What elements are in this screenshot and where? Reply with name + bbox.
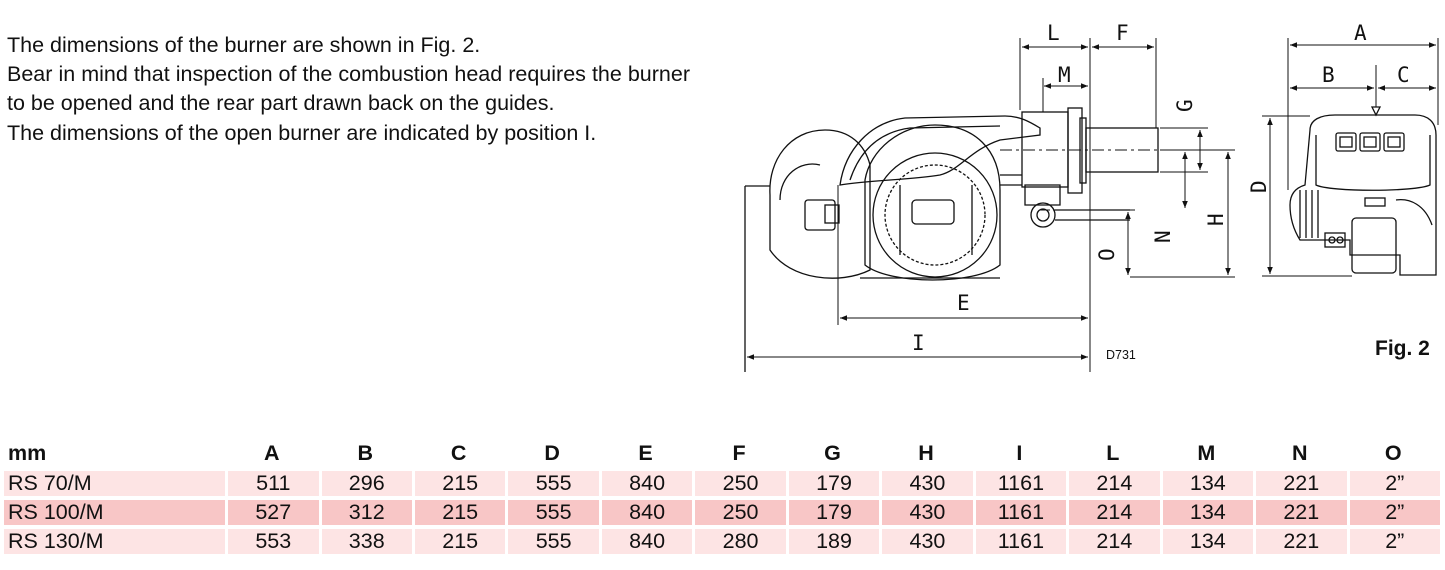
column-header-f: F xyxy=(732,441,746,465)
column-header-c: C xyxy=(450,441,467,465)
dimension-cell: 2” xyxy=(1346,529,1440,554)
dimension-cell: 555 xyxy=(505,500,599,525)
dimension-cell: 840 xyxy=(598,471,693,496)
dimension-cell: 1161 xyxy=(972,471,1067,496)
dimension-cell: 214 xyxy=(1066,500,1160,525)
dimension-cell: 2” xyxy=(1346,500,1440,525)
table-header-row: mm A B C D E F G H I L M N O xyxy=(4,440,1440,467)
column-header-d: D xyxy=(544,441,560,465)
dimension-cell: 2” xyxy=(1346,471,1440,496)
dimension-cell: 179 xyxy=(785,500,880,525)
dimension-cell: 430 xyxy=(879,500,973,525)
intro-text: The dimensions of the burner are shown i… xyxy=(7,31,690,148)
dimension-cell: 280 xyxy=(692,529,786,554)
model-name-cell: RS 70/M xyxy=(4,471,226,496)
dimension-cell: 134 xyxy=(1159,471,1254,496)
front-view-dimensions xyxy=(1262,38,1439,277)
dimension-cell: 312 xyxy=(318,500,412,525)
figure-label: Fig. 2 xyxy=(1375,337,1430,360)
dimension-cell: 555 xyxy=(505,529,599,554)
dim-letter-I: I xyxy=(912,331,925,355)
dim-letter-M: M xyxy=(1058,63,1071,87)
dimension-cell: 221 xyxy=(1253,529,1347,554)
dim-letter-N: N xyxy=(1151,230,1175,243)
dimension-cell: 134 xyxy=(1159,500,1254,525)
side-view-dimensions xyxy=(747,38,1235,372)
dim-letter-E: E xyxy=(957,291,970,315)
model-name-cell: RS 100/M xyxy=(4,500,226,525)
intro-paragraph-1: The dimensions of the burner are shown i… xyxy=(7,33,481,57)
burner-front-view xyxy=(1289,106,1437,276)
dimension-letters: L F M A B C E I G H N O D xyxy=(912,21,1410,355)
column-header-i: I xyxy=(1016,441,1023,465)
column-header-o: O xyxy=(1384,441,1402,465)
column-header-n: N xyxy=(1292,441,1308,465)
dim-letter-L: L xyxy=(1047,21,1060,45)
column-header-e: E xyxy=(638,441,653,465)
dimension-cell: 189 xyxy=(785,529,880,554)
dimension-cell: 1161 xyxy=(972,529,1067,554)
burner-side-view xyxy=(744,107,1159,372)
column-header-m: M xyxy=(1197,441,1216,465)
dimension-cell: 215 xyxy=(411,500,506,525)
dimension-cell: 840 xyxy=(598,500,693,525)
column-header-unit: mm xyxy=(8,441,47,465)
dim-letter-A: A xyxy=(1354,21,1367,45)
burner-dimension-drawing: L F M A B C E I G H N O D xyxy=(744,21,1439,372)
dimension-cell: 430 xyxy=(879,471,973,496)
dimension-cell: 214 xyxy=(1066,471,1160,496)
dimension-cell: 338 xyxy=(318,529,412,554)
dimension-cell: 134 xyxy=(1159,529,1254,554)
column-header-g: G xyxy=(824,441,841,465)
dimension-cell: 221 xyxy=(1253,471,1347,496)
dimension-cell: 214 xyxy=(1066,529,1160,554)
column-header-a: A xyxy=(264,441,280,465)
drawing-id: D731 xyxy=(1106,348,1136,362)
dimension-cell: 250 xyxy=(692,500,786,525)
dimension-cell: 840 xyxy=(598,529,693,554)
dimension-cell: 215 xyxy=(411,529,506,554)
dim-letter-D: D xyxy=(1247,180,1271,193)
dim-letter-C: C xyxy=(1397,63,1410,87)
dimension-cell: 555 xyxy=(505,471,599,496)
intro-paragraph-2: Bear in mind that inspection of the comb… xyxy=(7,62,690,116)
dimension-cell: 179 xyxy=(785,471,880,496)
dimension-cell: 511 xyxy=(225,471,319,496)
dim-letter-G: G xyxy=(1173,99,1197,112)
dimension-cell: 250 xyxy=(692,471,786,496)
intro-paragraph-3: The dimensions of the open burner are in… xyxy=(7,120,597,145)
column-header-b: B xyxy=(357,441,373,465)
dim-letter-H: H xyxy=(1204,213,1228,226)
dimension-cell: 430 xyxy=(879,529,973,554)
dim-letter-B: B xyxy=(1322,63,1335,87)
dimension-cell: 215 xyxy=(411,471,506,496)
column-header-h: H xyxy=(918,441,934,465)
model-name-cell: RS 130/M xyxy=(4,529,226,554)
dimension-cell: 296 xyxy=(318,471,412,496)
dimension-cell: 221 xyxy=(1253,500,1347,525)
dimension-cell: 553 xyxy=(225,529,319,554)
dimension-cell: 527 xyxy=(225,500,319,525)
column-header-l: L xyxy=(1106,441,1120,465)
dim-letter-F: F xyxy=(1116,21,1129,45)
dimension-cell: 1161 xyxy=(972,500,1067,525)
dim-letter-O: O xyxy=(1095,248,1119,261)
